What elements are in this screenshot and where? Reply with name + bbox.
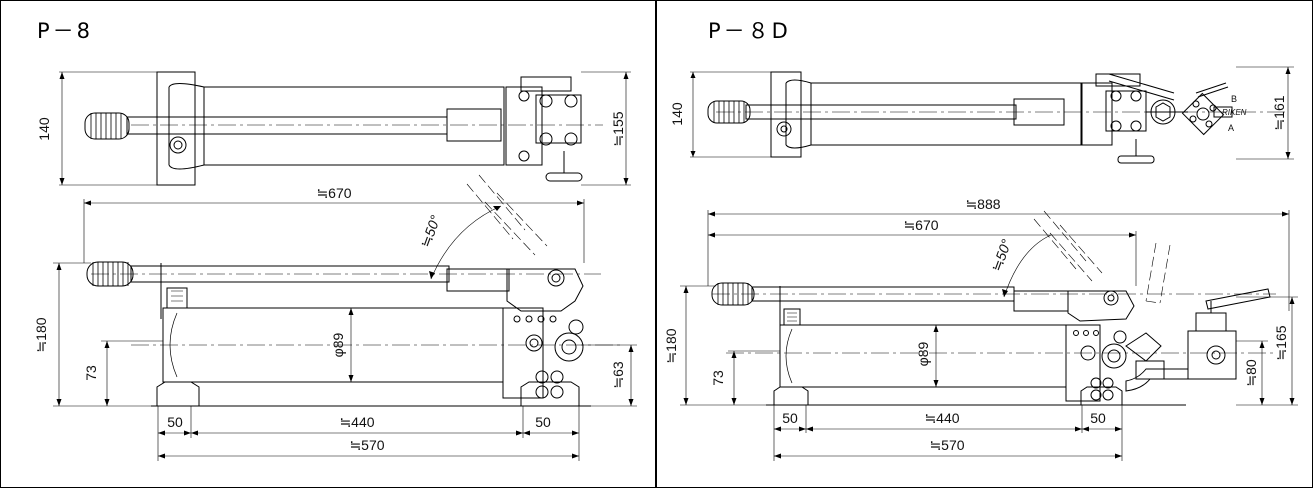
- dim-overall-length: ≒670: [903, 217, 938, 233]
- p8-top-view: [59, 71, 631, 186]
- dim-base-height: 73: [83, 365, 99, 381]
- drawing-title: P－8: [37, 19, 94, 43]
- dim-overall-length: ≒670: [316, 185, 351, 201]
- dim-base-length: ≒570: [349, 437, 384, 453]
- panel-p8d: P－８D: [655, 0, 1313, 488]
- dim-mount-spacing: ≒440: [339, 414, 374, 430]
- p8-drawing: 140 ≒155 ≒670 ≒50° ≒180 73 φ89 ≒63 50 ≒4…: [33, 71, 637, 461]
- dim-height: ≒180: [33, 317, 49, 352]
- panel-p8: P－8: [0, 0, 657, 488]
- dim-left-offset: 50: [782, 410, 798, 426]
- p8-side-view: [53, 174, 637, 461]
- dim-height: ≒180: [663, 328, 679, 363]
- dim-overall-length-valve: ≒888: [965, 196, 1000, 212]
- port-a-label: A: [1228, 123, 1234, 133]
- dim-base-length: ≒570: [929, 437, 964, 453]
- dim-diameter: φ89: [330, 332, 346, 357]
- dim-top-height: ≒155: [610, 111, 626, 146]
- dim-outlet-height: ≒63: [610, 361, 626, 389]
- p8d-top-view: [690, 66, 1294, 164]
- port-b-label: B: [1231, 94, 1237, 104]
- dim-outlet-height: ≒80: [1243, 359, 1259, 387]
- drawing-title: P－８D: [708, 19, 791, 43]
- dim-handle-angle: ≒50°: [988, 237, 1014, 274]
- dim-mount-spacing: ≒440: [924, 410, 959, 426]
- dim-left-offset: 50: [167, 414, 183, 430]
- dim-width: 140: [36, 117, 52, 141]
- dim-right-offset: 50: [535, 414, 551, 430]
- dim-handle-angle: ≒50°: [417, 213, 443, 250]
- dim-valve-height: ≒165: [1273, 325, 1289, 360]
- dim-top-height: ≒161: [1271, 95, 1287, 130]
- p8d-side-view: [680, 210, 1298, 461]
- dim-diameter: φ89: [915, 341, 931, 366]
- dim-base-height: 73: [710, 370, 726, 386]
- p8d-drawing: 140 ≒161 B A RIKEN ≒888 ≒670 ≒50° ≒180 7…: [663, 66, 1298, 461]
- dim-right-offset: 50: [1090, 410, 1106, 426]
- dim-width: 140: [669, 102, 685, 126]
- brand-logo: RIKEN: [1222, 108, 1247, 117]
